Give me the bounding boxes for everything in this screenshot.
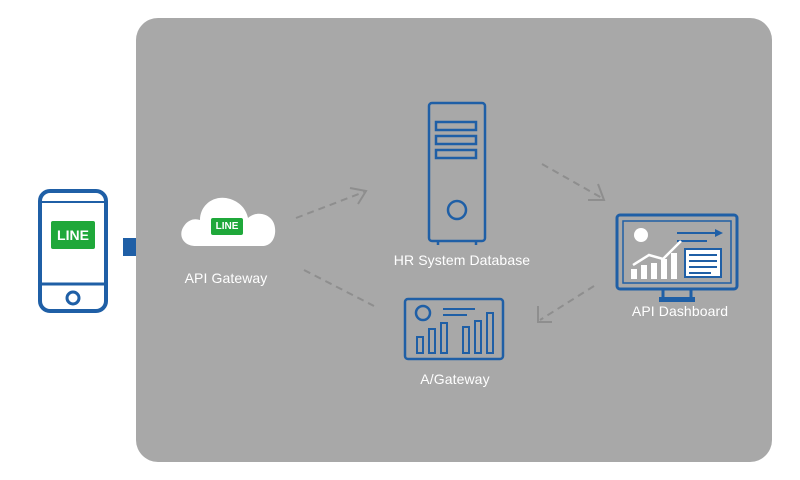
api-gateway-label: API Gateway xyxy=(184,270,268,286)
arrow-dashboard-to-panel-icon xyxy=(532,282,600,326)
api-dashboard-label: API Dashboard xyxy=(631,303,729,319)
connector-cloud-to-panel-icon xyxy=(302,266,378,310)
line-logo-text: LINE xyxy=(57,227,89,243)
smartphone-icon xyxy=(37,188,109,314)
cloud-line-text: LINE xyxy=(215,221,239,232)
hr-database-label: HR System Database xyxy=(393,252,531,268)
arrow-cloud-to-server-icon xyxy=(292,182,374,224)
analytics-panel-icon xyxy=(403,297,505,363)
server-icon xyxy=(426,100,488,246)
arrow-server-to-dashboard-icon xyxy=(538,158,610,206)
dashboard-monitor-icon xyxy=(615,213,739,305)
line-logo-badge: LINE xyxy=(51,221,95,249)
cloud-line-badge: LINE xyxy=(211,218,243,235)
chart-panel-label: A/Gateway xyxy=(420,371,490,387)
